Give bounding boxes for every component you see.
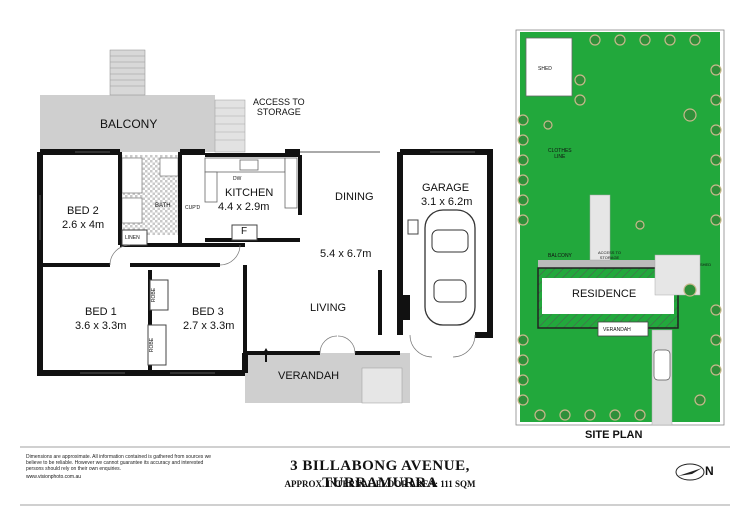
robe1-label: ROBE — [151, 287, 158, 303]
site-clothes-line-label: CLOTHES LINE — [548, 148, 572, 160]
compass-icon — [675, 463, 705, 481]
shed-site — [525, 37, 573, 97]
bed2-size: 2.6 x 4m — [62, 219, 105, 231]
fridge-label: F — [241, 226, 248, 237]
access-storage-label: ACCESS TO STORAGE — [253, 97, 305, 117]
bed2-label: BED 2 — [67, 205, 99, 217]
kitchen-label: KITCHEN — [225, 187, 274, 199]
site-verandah-label: VERANDAH — [603, 327, 631, 333]
robe2-label: ROBE — [149, 337, 156, 353]
bed3-label: BED 3 — [192, 306, 224, 318]
dw-label: DW — [233, 176, 242, 182]
deck-site — [538, 260, 683, 268]
lawn-area — [520, 32, 720, 422]
interior-walls — [40, 152, 400, 373]
bed1-size: 3.6 x 3.3m — [75, 320, 127, 332]
storage-steps — [214, 99, 246, 153]
balcony-area — [40, 95, 215, 152]
entry-arrow-icon — [262, 348, 270, 362]
website-text: www.visionphoto.com.au — [26, 474, 82, 480]
dining-label: DINING — [335, 191, 374, 203]
garage-label: GARAGE — [422, 182, 470, 194]
address-title: 3 BILLABONG AVENUE, TURRAMURRA — [290, 458, 470, 491]
site-balcony-label: BALCONY — [548, 253, 572, 259]
garage-size: 3.1 x 6.2m — [421, 196, 473, 208]
cupd-label: CUP'D — [185, 205, 201, 211]
disclaimer-text: Dimensions are approximate. All informat… — [26, 454, 212, 472]
balcony-label: BALCONY — [100, 117, 158, 131]
car-icon — [424, 209, 476, 326]
site-plan-title: SITE PLAN — [585, 429, 643, 441]
bed1-label: BED 1 — [85, 306, 117, 318]
verandah-label: VERANDAH — [278, 370, 340, 382]
living-size: 5.4 x 6.7m — [320, 248, 372, 260]
bed3-size: 2.7 x 3.3m — [183, 320, 235, 332]
living-label: LIVING — [310, 302, 347, 314]
floor-area-text: APPROX. INTERNAL FLOOR AREA: 111 SQM — [284, 479, 476, 489]
garden-shrubs — [517, 34, 722, 421]
site-residence-label: RESIDENCE — [572, 288, 637, 300]
site-access-label: ACCESS TO STORAGE — [598, 250, 621, 260]
balcony-stairs — [109, 49, 146, 96]
kitchen-size: 4.4 x 2.9m — [218, 201, 270, 213]
bath-label: BATH — [155, 203, 171, 209]
compass-north-label: N — [705, 464, 714, 478]
linen-label: LINEN — [125, 235, 140, 241]
site-shed-label: SHED — [538, 66, 552, 72]
site-shed2-label: SHED — [700, 262, 712, 267]
